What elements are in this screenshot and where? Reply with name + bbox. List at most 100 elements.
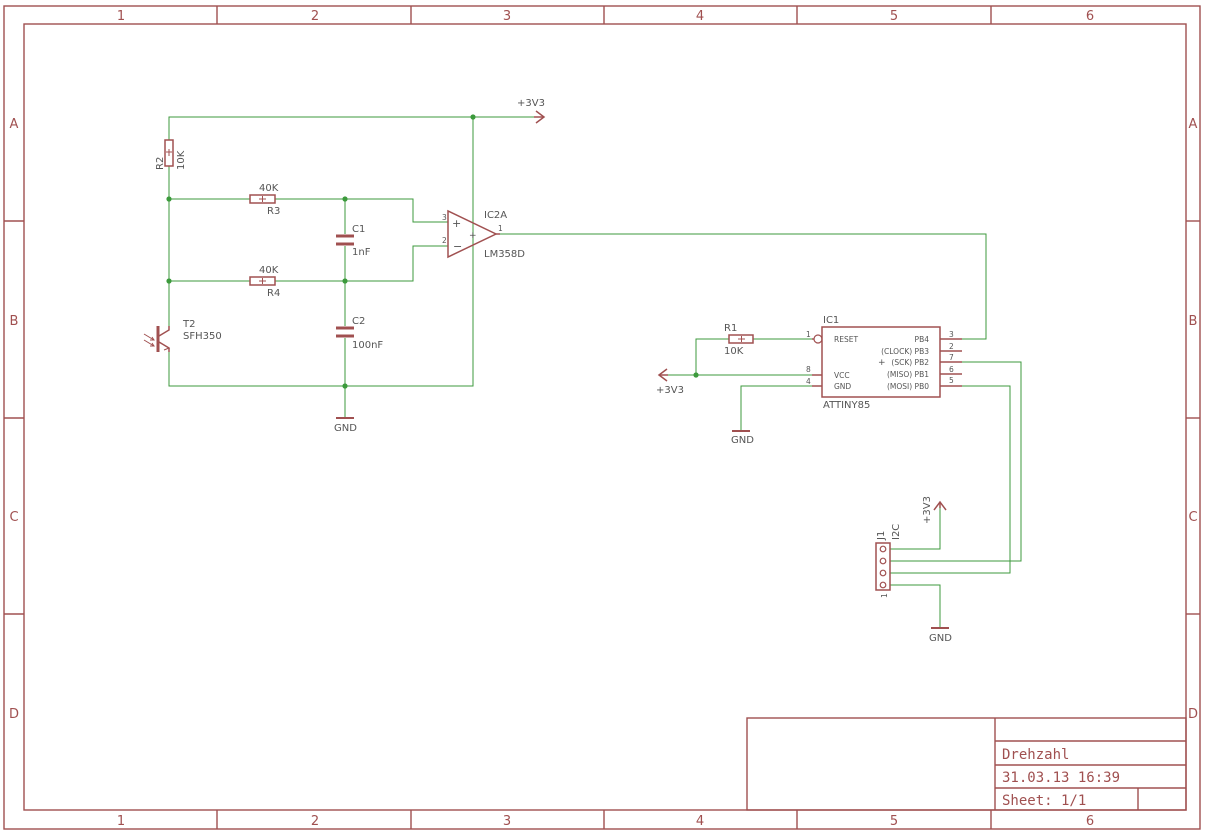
ic1-value: ATTINY85 bbox=[823, 400, 870, 411]
ground-label: GND bbox=[731, 435, 754, 446]
row-label: D bbox=[1188, 707, 1198, 722]
ic2a-value: LM358D bbox=[484, 249, 525, 260]
phototransistor-t2: T2 SFH350 bbox=[143, 319, 222, 352]
ic2a-pin-plus: 3 bbox=[442, 213, 447, 222]
ic1-pin-label: RESET bbox=[834, 335, 858, 344]
ic1-pin-label: (MISO) PB1 bbox=[887, 370, 929, 379]
column-label: 4 bbox=[696, 814, 704, 829]
column-label: 5 bbox=[890, 814, 898, 829]
column-label: 6 bbox=[1086, 814, 1094, 829]
junction-dot bbox=[342, 383, 348, 389]
column-label: 3 bbox=[503, 814, 511, 829]
wire-pb0 bbox=[890, 385, 1011, 574]
junction-dot bbox=[342, 196, 348, 202]
r4-name: R4 bbox=[267, 288, 280, 299]
ic1-pin-num: 2 bbox=[949, 342, 954, 351]
supply-label: +3V3 bbox=[922, 496, 933, 524]
ic1-attiny85: IC1 ATTINY85 1 RESET 8 VCC 4 GND 3 PB4 2… bbox=[806, 315, 962, 411]
ground-label: GND bbox=[334, 423, 357, 434]
resistor-r3: 40K R3 bbox=[249, 183, 280, 217]
r1-value: 10K bbox=[724, 346, 744, 357]
ic1-pin-num: 6 bbox=[949, 365, 954, 374]
capacitor-c1: C1 1nF bbox=[336, 224, 371, 258]
wire-bottom-rail bbox=[168, 117, 474, 387]
column-label: 2 bbox=[311, 9, 319, 24]
column-label: 6 bbox=[1086, 9, 1094, 24]
opamp-ic2a: + − + 3 2 1 IC2A LM358D bbox=[442, 209, 525, 260]
junction-dot bbox=[693, 372, 699, 378]
j1-value: I2C bbox=[891, 524, 902, 540]
row-label: B bbox=[10, 314, 19, 329]
r4-value: 40K bbox=[259, 265, 279, 276]
c1-value: 1nF bbox=[352, 247, 371, 258]
ic1-pin-num: 1 bbox=[806, 330, 811, 339]
wire-j1-gnd bbox=[890, 584, 941, 628]
supply-3v3-left: +3V3 bbox=[656, 368, 684, 396]
column-label: 1 bbox=[117, 814, 125, 829]
ic1-pin-label: GND bbox=[834, 382, 851, 391]
wire-opamp-out bbox=[500, 233, 987, 340]
title-block: Drehzahl 31.03.13 16:39 Sheet: 1/1 bbox=[746, 717, 1187, 811]
opamp-mid-plus: + bbox=[469, 231, 477, 241]
column-label: 3 bbox=[503, 9, 511, 24]
ic1-pin-num: 3 bbox=[949, 330, 954, 339]
row-label: A bbox=[10, 117, 19, 132]
ground-ic1: GND bbox=[731, 430, 754, 446]
wire-ic1-gnd bbox=[740, 385, 812, 430]
junction-dot bbox=[342, 278, 348, 284]
wire-r3-right bbox=[275, 198, 448, 223]
ic1-pin-label: (MOSI) PB0 bbox=[887, 382, 929, 391]
r2-value: 10K bbox=[176, 150, 187, 170]
row-label: B bbox=[1189, 314, 1198, 329]
supply-label: +3V3 bbox=[517, 98, 545, 109]
column-label: 1 bbox=[117, 9, 125, 24]
opamp-minus-sign: − bbox=[453, 240, 462, 253]
ic1-pin-num: 5 bbox=[949, 376, 954, 385]
capacitor-c2: C2 100nF bbox=[336, 316, 383, 351]
column-labels-bottom: 1 2 3 4 5 6 bbox=[117, 814, 1094, 829]
ic1-pin-label: PB4 bbox=[915, 335, 930, 344]
ic1-pin-num: 7 bbox=[949, 353, 954, 362]
supply-3v3-j1: +3V3 bbox=[922, 496, 947, 524]
supply-3v3-top: +3V3 bbox=[517, 98, 546, 124]
sck-plus-mark: + bbox=[878, 358, 886, 368]
t2-value: SFH350 bbox=[183, 331, 222, 342]
ic1-pin-label: (CLOCK) PB3 bbox=[881, 347, 929, 356]
wire-r1-left bbox=[695, 338, 729, 375]
ic1-pin-num: 4 bbox=[806, 377, 811, 386]
junctions bbox=[166, 114, 699, 389]
title-text: Drehzahl bbox=[1002, 747, 1069, 763]
ground-j1: GND bbox=[929, 627, 952, 644]
c2-name: C2 bbox=[352, 316, 365, 327]
r3-name: R3 bbox=[267, 206, 280, 217]
ic1-pin-num: 8 bbox=[806, 365, 811, 374]
ic1-pin-label: (SCK) PB2 bbox=[891, 358, 929, 367]
column-labels-top: 1 2 3 4 5 6 bbox=[117, 9, 1094, 24]
column-label: 2 bbox=[311, 814, 319, 829]
ic2a-pin-minus: 2 bbox=[442, 236, 447, 245]
c2-value: 100nF bbox=[352, 340, 383, 351]
ic1-name: IC1 bbox=[823, 315, 839, 326]
resistor-r2: R2 10K bbox=[155, 139, 187, 170]
r2-name: R2 bbox=[155, 157, 166, 170]
junction-dot bbox=[166, 278, 172, 284]
junction-dot bbox=[470, 114, 476, 120]
resistor-r4: 40K R4 bbox=[249, 265, 280, 299]
c1-name: C1 bbox=[352, 224, 365, 235]
row-label: C bbox=[9, 510, 18, 525]
wire-top-rail bbox=[168, 116, 534, 140]
wire-j1-vcc bbox=[890, 505, 941, 550]
connector-j1: J1 I2C 1 bbox=[875, 524, 902, 598]
row-label: C bbox=[1188, 510, 1197, 525]
row-label: D bbox=[9, 707, 19, 722]
r3-value: 40K bbox=[259, 183, 279, 194]
ic1-pin-label: VCC bbox=[834, 371, 850, 380]
row-labels-right: A B C D bbox=[1188, 117, 1198, 722]
row-labels-left: A B C D bbox=[9, 117, 19, 722]
ground-opamp: GND bbox=[334, 417, 357, 434]
row-label: A bbox=[1189, 117, 1198, 132]
wire-pb2 bbox=[890, 361, 1022, 562]
opamp-plus-sign: + bbox=[452, 217, 461, 230]
ic2a-pin-out: 1 bbox=[498, 224, 503, 233]
